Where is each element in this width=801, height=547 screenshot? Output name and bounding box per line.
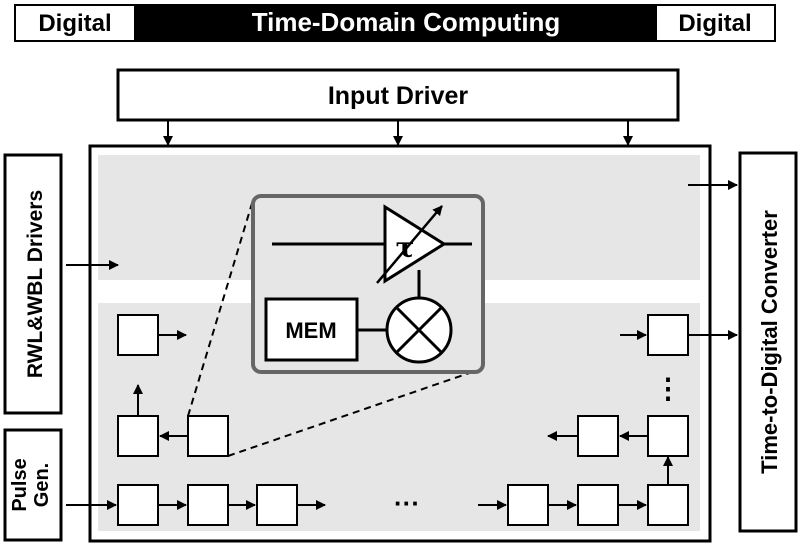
delay-cell <box>647 484 689 526</box>
delay-cell <box>647 415 689 457</box>
delay-cells: ··· ⋮ <box>117 314 738 526</box>
mem-label: MEM <box>285 318 336 343</box>
zoom-line-top <box>187 199 254 417</box>
delay-cell <box>507 484 549 526</box>
digital-left-label: Digital <box>38 10 111 37</box>
delay-cell <box>117 484 159 526</box>
rwl-wbl-drivers-label: RWL&WBL Drivers <box>24 190 47 378</box>
horizontal-ellipsis: ··· <box>394 488 420 518</box>
delay-cell <box>256 484 298 526</box>
input-driver-block: Input Driver <box>116 68 680 146</box>
pulse-gen-box <box>3 428 63 542</box>
rwl-wbl-drivers-box <box>3 153 63 415</box>
delay-cell <box>117 314 159 356</box>
delay-cell <box>577 415 619 457</box>
cell-detail: τ MEM <box>251 194 485 374</box>
multiplier-cross-b <box>394 305 444 355</box>
time-domain-computing-label: Time-Domain Computing <box>252 7 561 37</box>
tdc-box <box>738 151 798 533</box>
vertical-ellipsis: ⋮ <box>654 373 682 404</box>
banner-bar <box>14 4 776 42</box>
pulse-gen-block: Pulse Gen. <box>3 428 117 542</box>
delay-cell <box>577 484 619 526</box>
mem-box <box>264 297 359 362</box>
pulse-gen-label-line1: Pulse <box>9 458 31 511</box>
delay-cell <box>117 415 159 457</box>
tdc-label: Time-to-Digital Converter <box>757 210 782 474</box>
digital-right-label: Digital <box>678 10 751 37</box>
rwl-wbl-drivers-block: RWL&WBL Drivers <box>3 153 119 415</box>
input-driver-label: Input Driver <box>328 82 469 110</box>
domain-banner: Digital Time-Domain Computing Digital <box>14 4 776 42</box>
input-driver-box <box>116 68 680 122</box>
tunable-arrow <box>376 205 443 284</box>
delay-cell <box>187 415 229 457</box>
digital-left-box <box>16 6 134 40</box>
tdc-block: Time-to-Digital Converter <box>688 151 798 533</box>
delay-cell <box>647 314 689 356</box>
delay-buffer-icon <box>383 204 447 284</box>
digital-right-box <box>657 6 774 40</box>
pulse-gen-label-line2: Gen. <box>31 463 53 507</box>
delay-cell <box>187 484 229 526</box>
zoom-line-bottom <box>227 369 479 457</box>
